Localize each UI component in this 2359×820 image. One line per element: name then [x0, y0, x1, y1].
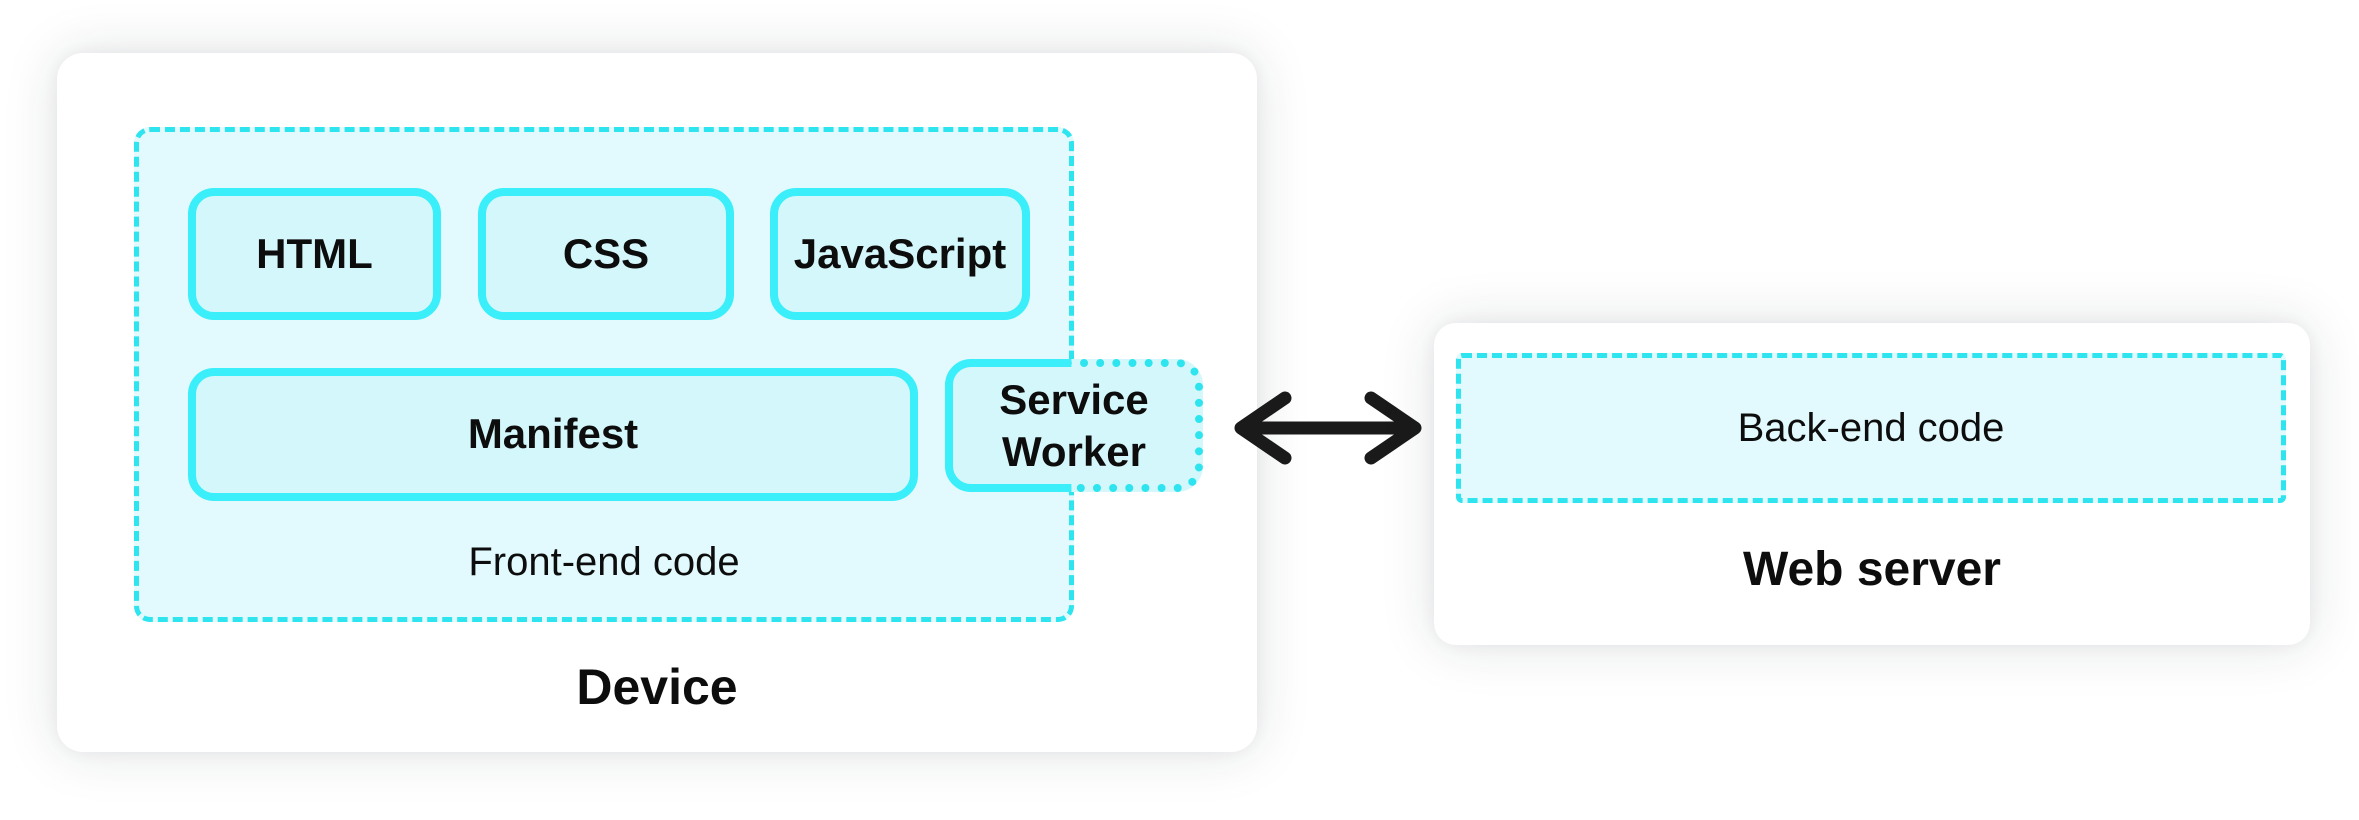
double-arrow-icon [1234, 391, 1422, 465]
frontend-code-container: HTML CSS JavaScript Manifest Front-end c… [134, 127, 1074, 622]
manifest-box-label: Manifest [467, 410, 639, 458]
css-box-label: CSS [562, 229, 650, 277]
css-box: CSS [478, 188, 734, 320]
double-arrow-right-head [1364, 391, 1422, 465]
manifest-box: Manifest [188, 368, 918, 501]
device-card: HTML CSS JavaScript Manifest Front-end c… [57, 53, 1257, 752]
service-worker-label: Service Worker [999, 376, 1149, 475]
web-server-card: Back-end code Web server [1434, 323, 2310, 645]
service-worker-box: Service Worker [945, 359, 1203, 492]
web-server-title: Web server [1743, 543, 2001, 596]
backend-code-box: Back-end code [1456, 353, 2286, 503]
html-box: HTML [188, 188, 441, 320]
backend-code-label: Back-end code [1737, 406, 2005, 450]
double-arrow-left-head [1234, 391, 1292, 465]
javascript-box: JavaScript [770, 188, 1030, 320]
frontend-code-label: Front-end code [468, 540, 740, 584]
javascript-box-label: JavaScript [793, 229, 1007, 277]
device-title: Device [576, 659, 738, 715]
html-box-label: HTML [256, 229, 373, 277]
